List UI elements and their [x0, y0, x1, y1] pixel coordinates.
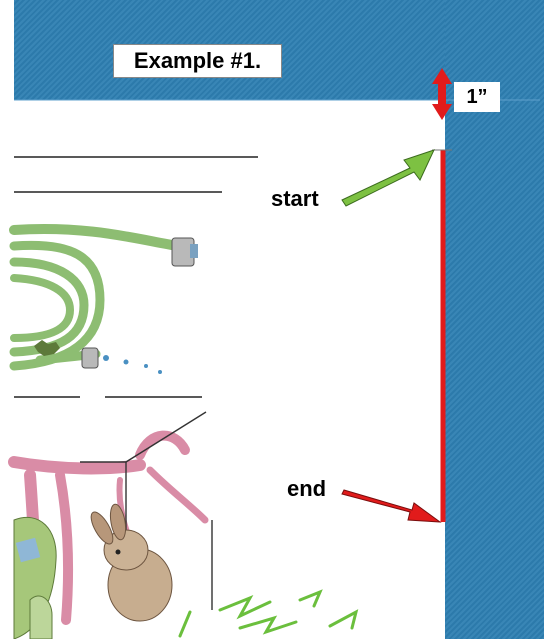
bunny-icon	[90, 503, 173, 622]
red-arrow-icon	[341, 489, 442, 523]
example-title-box: Example #1.	[113, 44, 282, 78]
garden-gloves-icon	[13, 516, 57, 639]
ruled-lines	[14, 156, 258, 398]
hose-nozzle-icon	[81, 237, 198, 374]
frame-edge	[0, 0, 14, 100]
frog-icon	[34, 340, 60, 356]
double-arrow-icon	[432, 68, 452, 120]
start-label: start	[271, 186, 319, 211]
green-arrow-icon	[341, 149, 435, 207]
end-label: end	[287, 476, 327, 501]
grass-icon	[178, 589, 359, 638]
measurement-label-box: 1”	[454, 82, 500, 112]
page-title: Example #1.	[133, 48, 262, 73]
measurement-label: 1”	[466, 85, 488, 108]
